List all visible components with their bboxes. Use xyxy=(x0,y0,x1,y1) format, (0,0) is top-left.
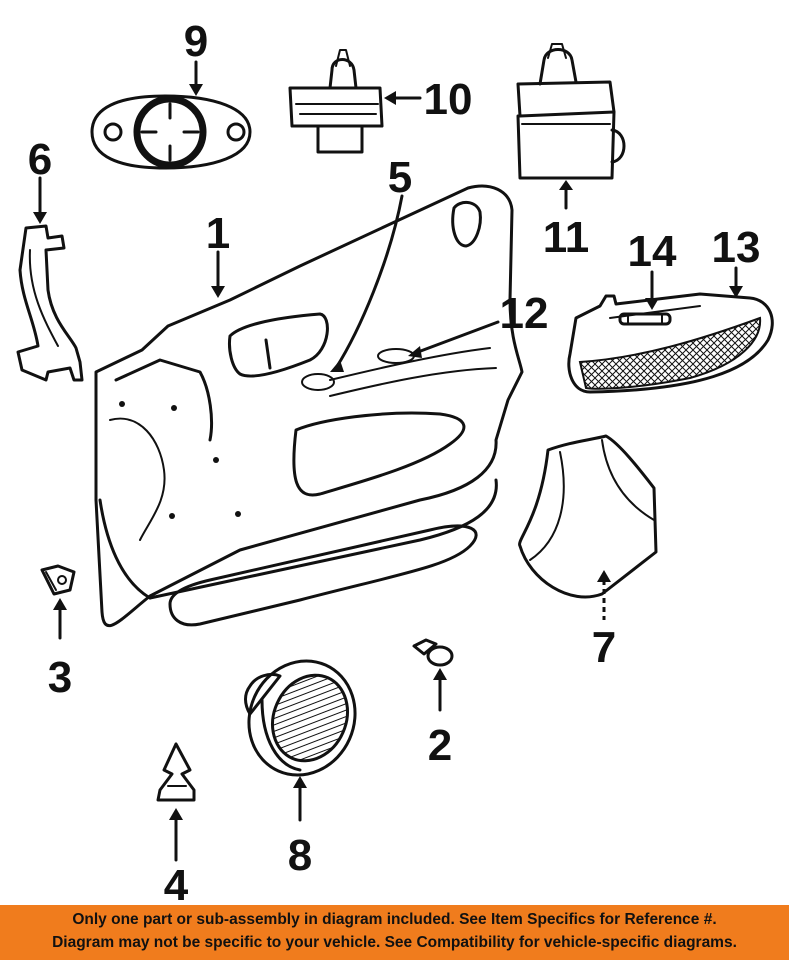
callout-1: 1 xyxy=(206,209,230,258)
part-8-speaker xyxy=(244,659,357,777)
arrow-1 xyxy=(211,286,225,298)
disclaimer-line-2: Diagram may not be specific to your vehi… xyxy=(52,934,737,951)
callout-9: 9 xyxy=(184,17,208,66)
parts-diagram: 9 10 11 6 1 5 12 13 14 7 3 2 8 4 xyxy=(16,17,774,905)
arrow-3 xyxy=(53,598,67,610)
part-3-clip xyxy=(40,564,76,596)
part-14-lamp xyxy=(618,312,672,326)
arrow-6 xyxy=(33,212,47,224)
part-7-trim-piece xyxy=(518,434,658,599)
arrow-7 xyxy=(597,570,611,582)
leader-5 xyxy=(334,194,404,370)
callout-12: 12 xyxy=(500,289,549,338)
callout-2: 2 xyxy=(428,721,452,770)
callout-11: 11 xyxy=(543,213,590,262)
arrow-11 xyxy=(559,180,573,190)
part-11-switch-module xyxy=(516,43,626,180)
arrow-12 xyxy=(408,346,422,358)
arrow-13 xyxy=(729,286,743,298)
part-4-retainer xyxy=(156,742,196,802)
callout-10: 10 xyxy=(424,75,473,124)
callout-4: 4 xyxy=(164,861,189,905)
callout-13: 13 xyxy=(712,223,761,272)
arrow-14 xyxy=(645,298,659,310)
part-9-switch-bezel xyxy=(90,94,252,170)
arrow-2 xyxy=(433,668,447,680)
callout-7: 7 xyxy=(592,623,616,672)
callout-6: 6 xyxy=(28,135,52,184)
disclaimer-line-1: Only one part or sub-assembly in diagram… xyxy=(72,911,717,928)
disclaimer-banner: Only one part or sub-assembly in diagram… xyxy=(0,905,789,960)
callout-5: 5 xyxy=(388,153,412,202)
part-13-pull-cup xyxy=(567,292,774,394)
part-10-switch xyxy=(288,49,384,154)
callout-8: 8 xyxy=(288,831,312,880)
arrow-4 xyxy=(169,808,183,820)
part-1-door-trim-panel xyxy=(94,184,524,627)
arrow-5 xyxy=(330,360,344,372)
callout-14: 14 xyxy=(628,227,677,276)
leader-12 xyxy=(416,320,500,354)
callout-3: 3 xyxy=(48,653,72,702)
arrow-8 xyxy=(293,776,307,788)
arrow-9 xyxy=(189,84,203,96)
part-2-screw xyxy=(412,638,454,667)
part-6-bracket xyxy=(16,224,84,382)
arrow-10 xyxy=(384,91,396,105)
